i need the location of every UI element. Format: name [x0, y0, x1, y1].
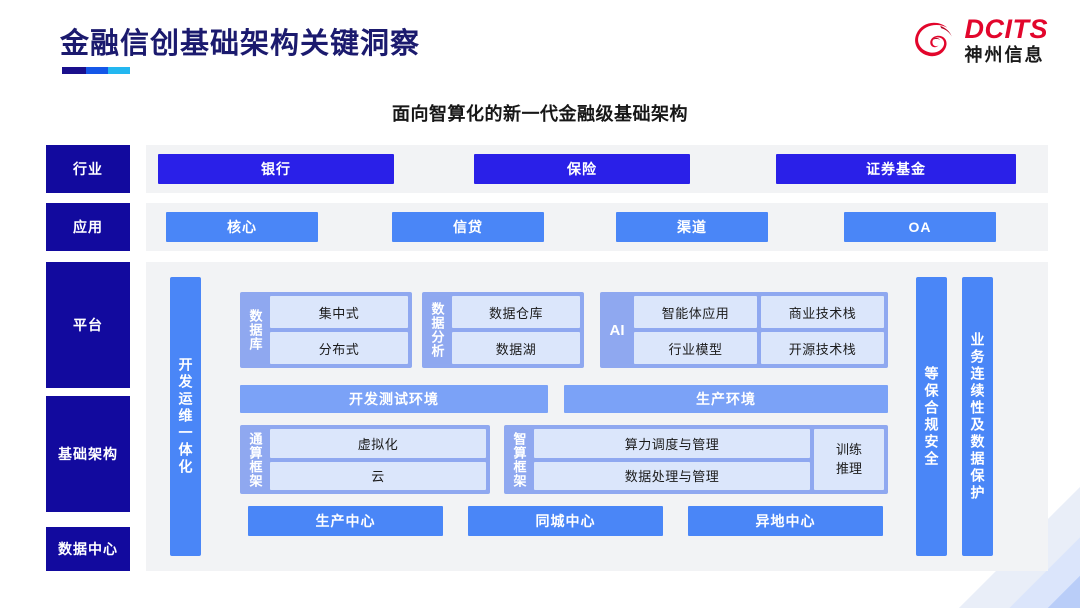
train-label: 训练 [835, 441, 862, 457]
cell-agent-application[interactable]: 智能体应用 [634, 296, 757, 328]
group-data-analysis-body: 数据仓库 数据湖 [452, 296, 580, 364]
cell-virtualization[interactable]: 虚拟化 [270, 429, 486, 458]
inference-label: 推理 [835, 460, 862, 476]
group-intelligent-compute[interactable]: 智算框架 算力调度与管理 数据处理与管理 训练 推理 [504, 425, 888, 494]
datacenter-production[interactable]: 生产中心 [248, 506, 443, 536]
application-row-panel: 核心 信贷 渠道 OA [146, 203, 1048, 251]
cell-data-processing[interactable]: 数据处理与管理 [534, 461, 810, 490]
group-ai-column-left: 智能体应用 行业模型 [634, 296, 757, 364]
industry-chip-insurance[interactable]: 保险 [474, 154, 690, 184]
datacenter-metro[interactable]: 同城中心 [468, 506, 663, 536]
dcits-swirl-icon [914, 22, 952, 57]
application-chip-oa[interactable]: OA [844, 212, 996, 242]
logo-text-block: DCITS 神州信息 [964, 14, 1049, 65]
group-ai-label: AI [609, 321, 625, 339]
application-chip-core[interactable]: 核心 [166, 212, 318, 242]
group-general-compute[interactable]: 通算框架 虚拟化 云 [240, 425, 490, 494]
group-database-label: 数据库 [247, 309, 263, 351]
vertical-bar-security[interactable]: 等保合规安全 [916, 277, 947, 556]
page-subtitle: 面向智算化的新一代金融级基础架构 [392, 104, 688, 124]
group-database[interactable]: 数据库 集中式 分布式 [240, 292, 412, 368]
group-data-analysis-label: 数据分析 [429, 302, 445, 358]
cell-data-warehouse[interactable]: 数据仓库 [452, 296, 580, 328]
vertical-bar-devops[interactable]: 开发运维一体化 [170, 277, 201, 556]
group-ai-column-right: 商业技术栈 开源技术栈 [761, 296, 884, 364]
env-bar-production[interactable]: 生产环境 [564, 385, 888, 413]
row-label-platform: 平台 [46, 262, 130, 388]
row-label-application: 应用 [46, 203, 130, 251]
group-general-compute-label: 通算框架 [247, 431, 263, 488]
logo-en-text: DCITS [964, 14, 1048, 44]
group-ai-body: 智能体应用 行业模型 商业技术栈 开源技术栈 [634, 296, 884, 364]
group-ai[interactable]: AI 智能体应用 行业模型 商业技术栈 开源技术栈 [600, 292, 888, 368]
industry-chip-securities[interactable]: 证券基金 [776, 154, 1016, 184]
group-data-analysis[interactable]: 数据分析 数据仓库 数据湖 [422, 292, 584, 368]
cell-industry-model[interactable]: 行业模型 [634, 332, 757, 364]
title-underline [62, 67, 130, 74]
row-label-industry: 行业 [46, 145, 130, 193]
env-bar-dev-test[interactable]: 开发测试环境 [240, 385, 548, 413]
group-general-compute-body: 虚拟化 云 [270, 429, 486, 490]
underline-segment-cyan [108, 67, 130, 74]
group-database-body: 集中式 分布式 [270, 296, 408, 364]
underline-segment-navy [62, 67, 86, 74]
brand-logo: DCITS 神州信息 [913, 16, 1049, 64]
group-intelligent-compute-label: 智算框架 [511, 431, 527, 488]
row-label-infrastructure: 基础架构 [46, 396, 130, 512]
logo-cn-text: 神州信息 [964, 45, 1045, 65]
cell-distributed[interactable]: 分布式 [270, 332, 408, 364]
cell-train-inference[interactable]: 训练 推理 [814, 429, 884, 490]
vertical-bar-continuity[interactable]: 业务连续性及数据保护 [962, 277, 993, 556]
cell-compute-scheduling[interactable]: 算力调度与管理 [534, 429, 810, 458]
application-chip-credit[interactable]: 信贷 [392, 212, 544, 242]
page-title: 金融信创基础架构关键洞察 [60, 28, 421, 60]
industry-row-panel: 银行 保险 证券基金 [146, 145, 1048, 193]
industry-chip-bank[interactable]: 银行 [158, 154, 394, 184]
application-chip-channel[interactable]: 渠道 [616, 212, 768, 242]
cell-centralized[interactable]: 集中式 [270, 296, 408, 328]
cell-opensource-stack[interactable]: 开源技术栈 [761, 332, 884, 364]
cell-cloud[interactable]: 云 [270, 461, 486, 490]
row-label-datacenter: 数据中心 [46, 527, 130, 571]
underline-segment-blue [86, 67, 108, 74]
group-intelligent-compute-body: 算力调度与管理 数据处理与管理 [534, 429, 810, 490]
datacenter-remote[interactable]: 异地中心 [688, 506, 883, 536]
cell-data-lake[interactable]: 数据湖 [452, 332, 580, 364]
cell-commercial-stack[interactable]: 商业技术栈 [761, 296, 884, 328]
